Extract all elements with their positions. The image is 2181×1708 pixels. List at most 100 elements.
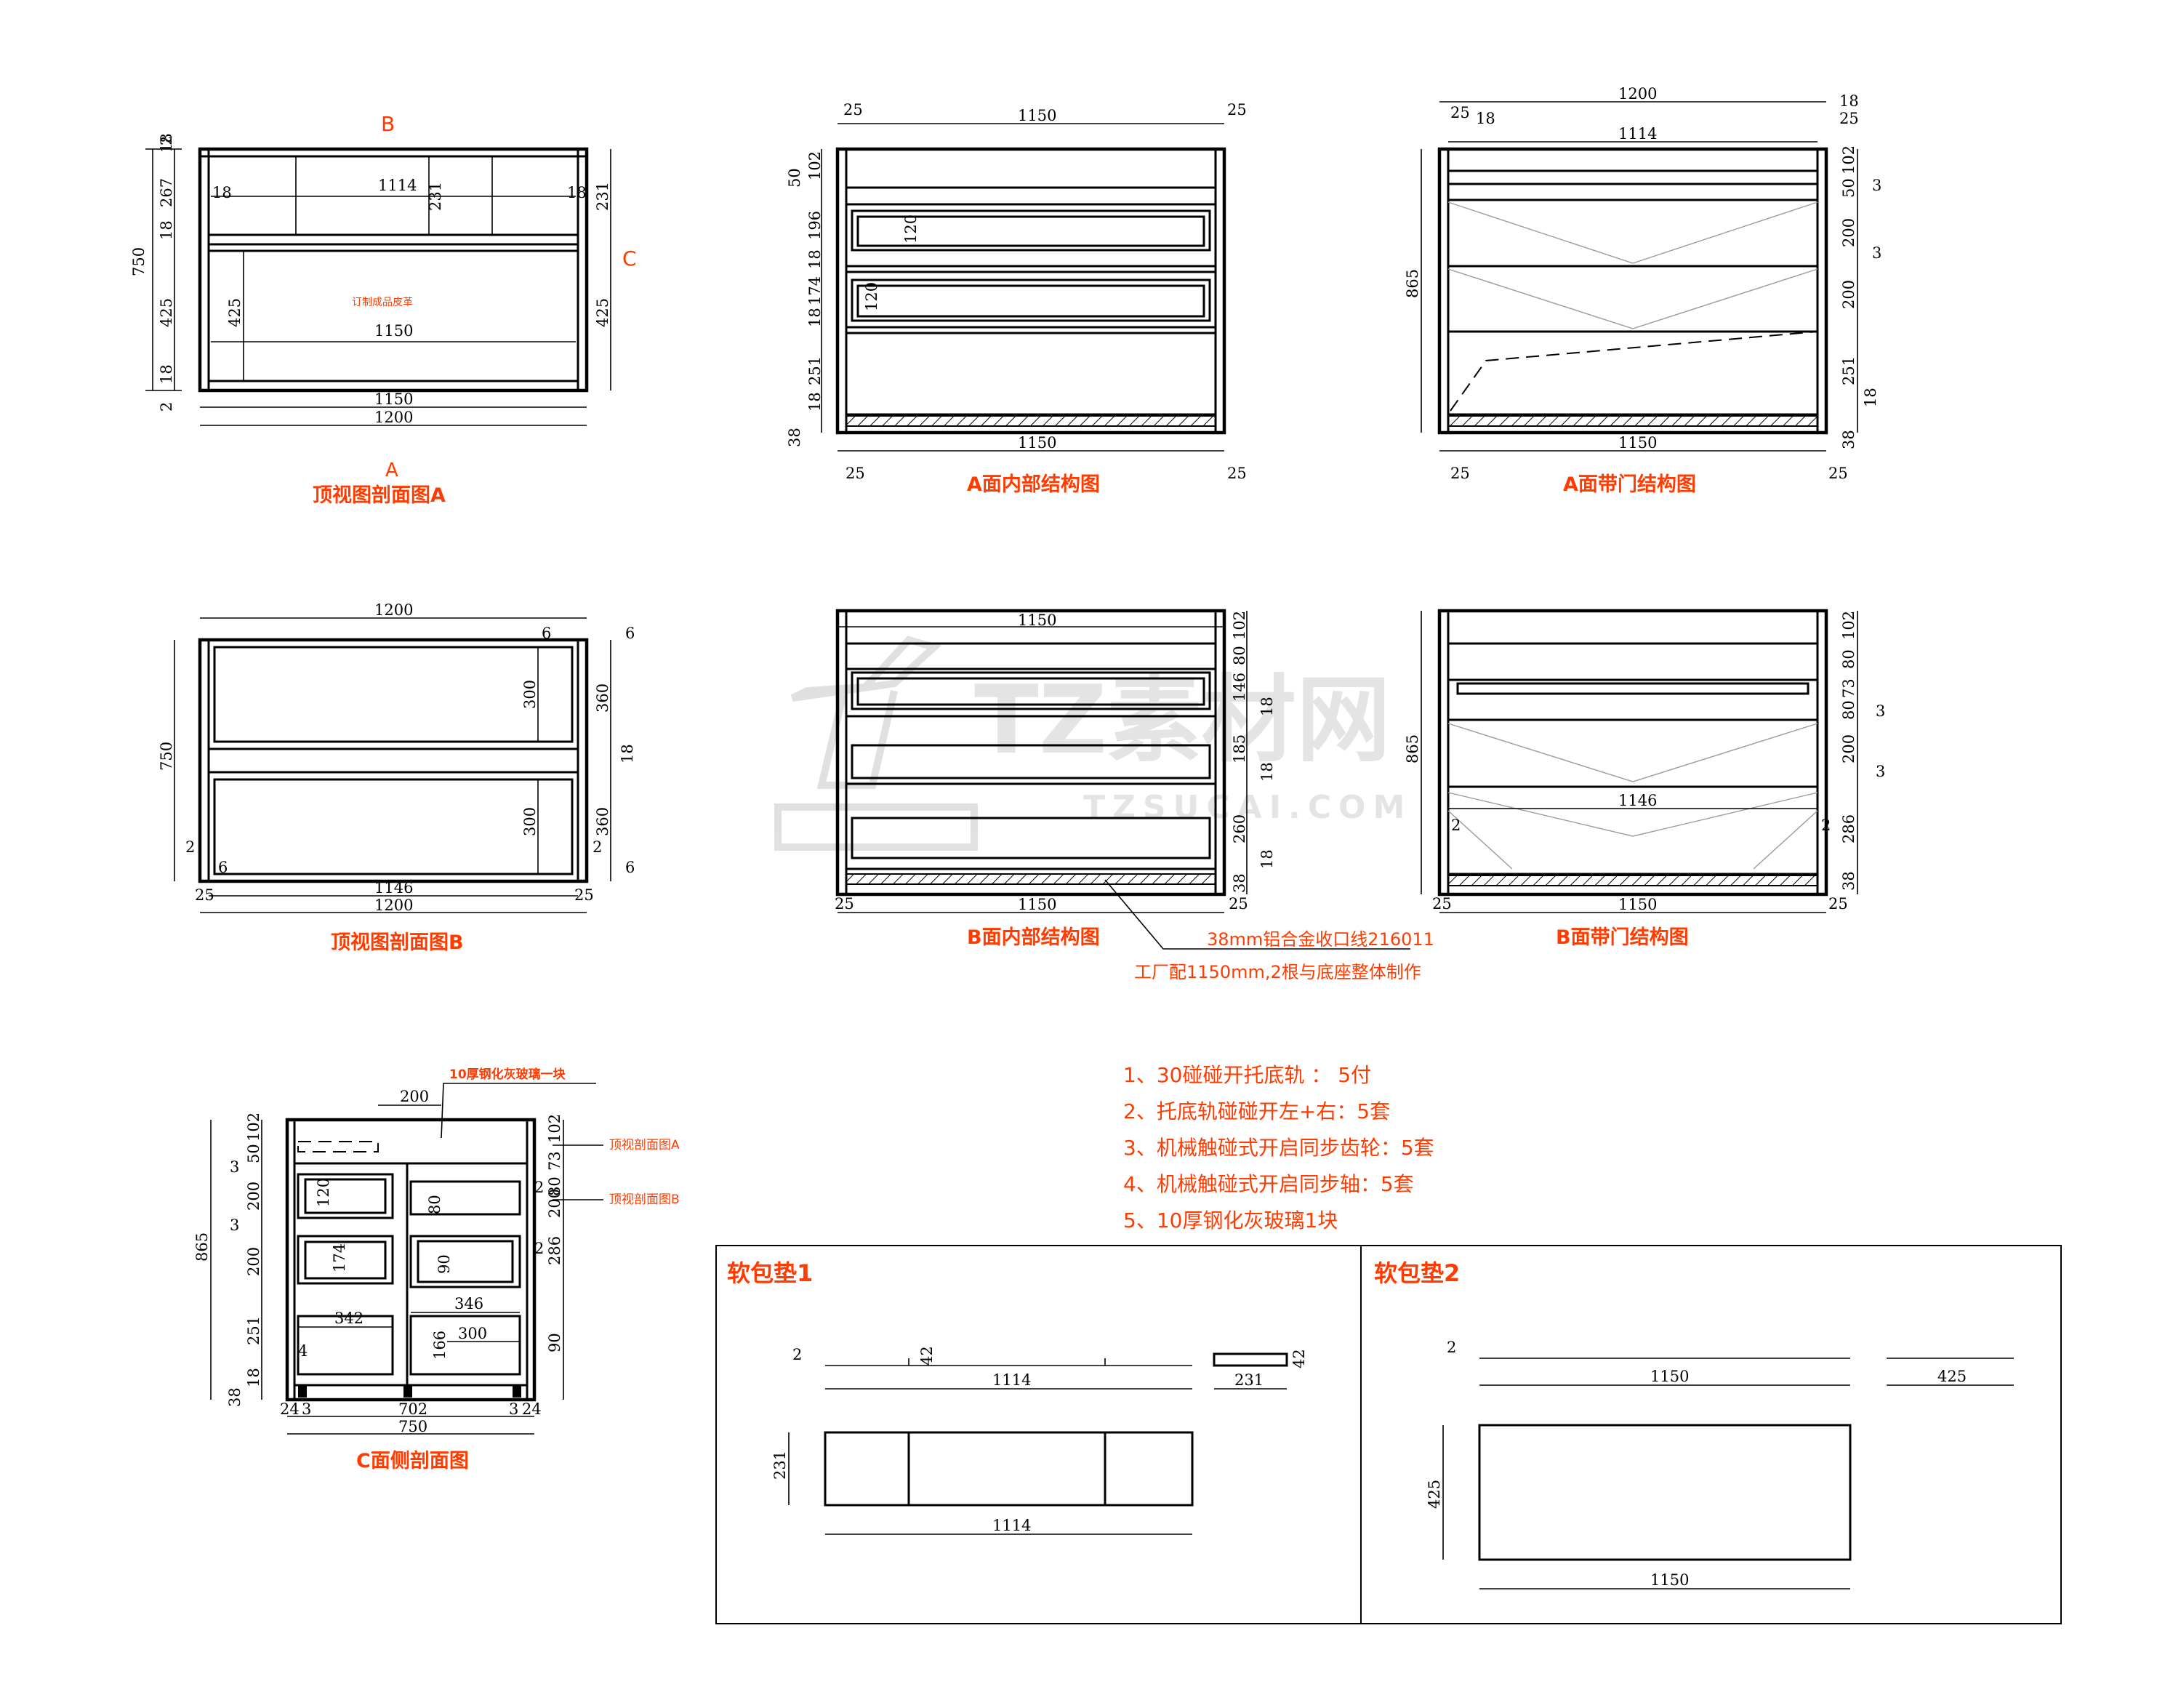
dim-42-b: 42	[1290, 1349, 1308, 1368]
frame	[835, 147, 1226, 435]
dim-102: 102	[1840, 611, 1857, 640]
dim-6-c: 6	[218, 859, 228, 876]
dim-231-right: 231	[594, 182, 611, 211]
dim-18-a: 18	[1258, 697, 1276, 716]
dim-3-b: 3	[1872, 244, 1881, 262]
dim-1150: 1150	[1618, 896, 1657, 913]
dim-166: 166	[431, 1331, 449, 1360]
glass-note: 10厚钢化灰玻璃一块	[449, 1067, 566, 1082]
cabinet-outline	[198, 147, 589, 393]
caption-b-door: B面带门结构图	[1556, 926, 1689, 949]
caption-top-section-a: 顶视图剖面图A	[313, 484, 446, 507]
note-4: 4、机械触碰式开启同步轴：5套	[1123, 1172, 1414, 1196]
dim-185: 185	[1231, 734, 1248, 763]
dim-102: 102	[806, 151, 824, 180]
dim-1200-bottom: 1200	[374, 897, 413, 914]
dim-2: 2	[1447, 1339, 1456, 1356]
dim-6-d: 6	[625, 859, 635, 876]
dim-102: 102	[245, 1112, 262, 1142]
dim-425-b: 425	[1426, 1480, 1443, 1509]
dim-200: 200	[1840, 734, 1857, 763]
dim-18: 18	[619, 744, 636, 763]
dim-1150-b: 1150	[1650, 1571, 1689, 1589]
dim-38: 38	[226, 1387, 244, 1407]
cushion2-title: 软包垫2	[1374, 1259, 1460, 1287]
dim-4: 4	[298, 1342, 308, 1360]
dim-1200-top: 1200	[374, 601, 413, 619]
parts-notes: 1、30碰碰开托底轨 ： 5付 2、托底轨碰碰开左+右：5套 3、机械触碰式开启…	[1123, 1063, 1434, 1232]
callout-aluminum-trim: 38mm铝合金收口线216011	[1207, 929, 1434, 950]
dim-231-inner: 231	[427, 182, 444, 211]
dim-25-bl: 25	[1450, 465, 1470, 482]
dim-18-tl: 18	[1476, 110, 1495, 127]
dim-80-b: 200	[546, 1189, 563, 1218]
dim-50: 50	[245, 1144, 262, 1163]
dim-3-l: 3	[302, 1400, 311, 1418]
dim-120-a: 120	[902, 214, 920, 244]
section-mark-c: C	[622, 246, 637, 270]
note-1: 1、30碰碰开托底轨 ： 5付	[1123, 1063, 1371, 1087]
dim-750: 750	[158, 742, 175, 771]
dim-18-c: 18	[1258, 849, 1276, 869]
view-b-internal: 1150 1150 25 25 102 80 146 18 185 18 260…	[835, 609, 1434, 982]
dim-120-b: 120	[863, 282, 880, 311]
dim-25-tr: 25	[1839, 110, 1859, 127]
caption-letter-a: A	[385, 460, 398, 481]
dim-2-b: 2	[1821, 817, 1831, 834]
dim-300-b: 300	[521, 807, 539, 836]
dim-200: 286	[546, 1236, 563, 1265]
dim-25-r: 25	[1828, 895, 1848, 913]
dim-146: 146	[1231, 673, 1248, 702]
dim-865: 865	[193, 1232, 211, 1262]
dim-25-tl: 25	[1450, 104, 1470, 121]
dim-1150-a: 1150	[1650, 1368, 1689, 1385]
dim-865: 865	[1404, 269, 1421, 298]
dim-1150-top: 1150	[1018, 612, 1056, 629]
dim-80: 80	[1231, 646, 1248, 665]
dim-2-a: 2	[185, 838, 195, 856]
dim-425-inner: 425	[226, 298, 244, 327]
dim-1150: 1150	[374, 390, 413, 408]
dim-18-b: 18	[1258, 762, 1276, 782]
dim-18-d: 18	[158, 364, 175, 384]
dim-702: 702	[398, 1400, 427, 1418]
dim-38: 38	[1840, 871, 1857, 891]
dim-286: 90	[546, 1333, 563, 1352]
dim-3-a: 3	[230, 1158, 239, 1176]
dim-750: 750	[398, 1418, 427, 1435]
dim-102-right: 102	[546, 1114, 563, 1143]
dim-25-tl: 25	[843, 101, 863, 119]
dim-25-br: 25	[1227, 465, 1247, 482]
dim-18-a: 18	[806, 249, 824, 269]
ref-section-b: 顶视剖面图B	[609, 1192, 680, 1207]
dim-3-r: 3	[509, 1400, 518, 1418]
dim-251: 251	[245, 1316, 262, 1345]
note-5: 5、10厚钢化灰玻璃1块	[1123, 1208, 1338, 1232]
dim-1200: 1200	[1618, 85, 1657, 103]
dim-1114-a: 1114	[992, 1371, 1031, 1389]
dim-90-b: 90	[435, 1254, 453, 1274]
dim-286: 286	[1840, 814, 1857, 843]
cushion1-title: 软包垫1	[727, 1259, 813, 1287]
dim-18: 18	[245, 1368, 262, 1387]
dim-18-b: 18	[567, 184, 587, 201]
dim-267: 267	[158, 178, 175, 207]
dim-360-b: 360	[594, 807, 611, 836]
dim-251: 251	[806, 356, 824, 385]
dim-50: 50	[1840, 178, 1857, 198]
dim-25-l: 25	[1432, 895, 1452, 913]
dim-3-a: 3	[1872, 177, 1881, 194]
cushion-panel: 软包垫1 软包垫2 2 42 1114 231 42 231 1114 2	[715, 1245, 2062, 1624]
dim-80-b: 80	[1840, 700, 1857, 720]
dim-3-b: 3	[230, 1216, 239, 1234]
dim-200-top: 200	[400, 1088, 429, 1105]
cushion1-drawing: 2 42 1114 231 42 231 1114	[771, 1346, 1308, 1535]
dim-231-b: 231	[771, 1451, 789, 1480]
dim-18-a: 18	[212, 184, 232, 201]
watermark-logo-icon	[774, 636, 978, 851]
dim-38: 38	[1840, 430, 1857, 449]
dim-42-a: 42	[918, 1346, 936, 1366]
dim-2-a: 2	[1451, 817, 1461, 834]
view-top-section-b: 300 300 1200 1146 1200 750 360 18 360 6 …	[158, 601, 636, 954]
dim-24-r: 24	[522, 1400, 542, 1418]
